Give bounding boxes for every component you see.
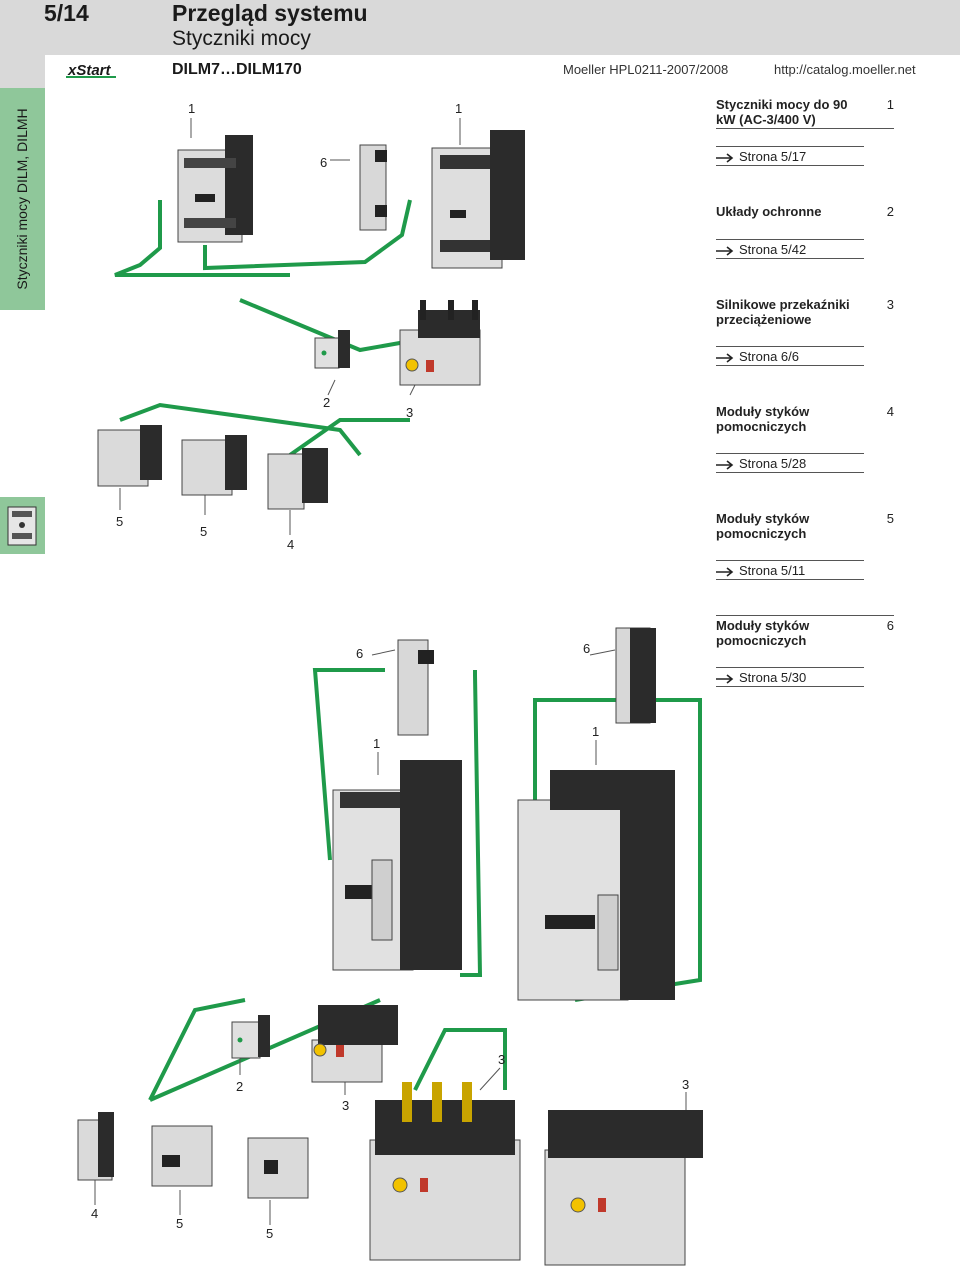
- legend-page-link[interactable]: Strona 5/42: [716, 242, 806, 257]
- legend-title: Moduły styków pomocniczych: [716, 511, 810, 541]
- callout-1c: 1: [373, 736, 381, 751]
- aux-contact-module-4-top-image: [267, 448, 328, 510]
- callout-5b: 5: [200, 524, 208, 539]
- contactor-thumbnail-icon: [0, 497, 45, 554]
- arrow-right-icon: [716, 245, 734, 256]
- legend-divider: [716, 258, 864, 259]
- aux-contact-module-5-bottom-a-image: [151, 1125, 213, 1187]
- aux-contact-module-5-bottom-b-image: [247, 1137, 309, 1199]
- callout-1d: 1: [592, 724, 600, 739]
- arrow-right-icon: [716, 673, 734, 684]
- section-title: Przegląd systemu: [172, 0, 368, 26]
- legend-page-link[interactable]: Strona 5/30: [716, 670, 806, 685]
- callout-4a: 4: [287, 537, 295, 552]
- legend-divider: [716, 472, 864, 473]
- callout-1a: 1: [188, 101, 196, 116]
- arrow-right-icon: [716, 566, 734, 577]
- leader-lines: [94, 118, 687, 1225]
- legend-item-3: Silnikowe przekaźniki przeciążeniowe 3 S…: [716, 297, 894, 366]
- legend-number: 2: [886, 204, 894, 219]
- legend-item-5: Moduły styków pomocniczych 5 Strona 5/11: [716, 511, 894, 580]
- contactor-dilm7-image: [177, 135, 253, 243]
- header-info-strip: [45, 55, 960, 88]
- legend-number: 4: [886, 404, 894, 419]
- overload-relay-3-bottom-large-a-image: [369, 1082, 521, 1261]
- legend-item-6: Moduły styków pomocniczych 6 Strona 5/30: [716, 615, 894, 687]
- aux-contact-module-5-top-b-image: [181, 435, 247, 496]
- overload-relay-3-bottom-large-b-image: [544, 1110, 703, 1266]
- callout-4b: 4: [91, 1206, 99, 1221]
- legend-divider: [716, 560, 864, 561]
- legend-page-link[interactable]: Strona 5/17: [716, 149, 806, 164]
- model-range: DILM7…DILM170: [172, 61, 302, 78]
- legend-page-link[interactable]: Strona 5/11: [716, 563, 805, 578]
- callout-6a: 6: [320, 155, 328, 170]
- legend-divider: [716, 667, 864, 668]
- legend-divider: [716, 453, 864, 454]
- legend-title: Styczniki mocy do 90 kW (AC-3/400 V): [716, 97, 848, 127]
- legend-page-link[interactable]: Strona 6/6: [716, 349, 799, 364]
- callout-3b: 3: [342, 1098, 350, 1113]
- arrow-right-icon: [716, 352, 734, 363]
- legend-divider: [716, 239, 864, 240]
- aux-contact-module-6-bottom-a-image: [397, 639, 434, 736]
- legend-number: 3: [886, 297, 894, 312]
- aux-contact-module-6-bottom-b-image: [615, 627, 656, 724]
- catalog-link[interactable]: http://catalog.moeller.net: [774, 62, 916, 77]
- aux-contact-module-6-top-image: [359, 144, 387, 231]
- legend-item-1: Styczniki mocy do 90 kW (AC-3/400 V) 1 S…: [716, 97, 894, 166]
- aux-contact-module-4-bottom-image: [77, 1112, 114, 1181]
- legend-divider: [716, 615, 894, 616]
- callout-3a: 3: [406, 405, 414, 420]
- section-subtitle: Styczniki mocy: [172, 27, 311, 50]
- overload-relay-3-bottom-small-image: [311, 1005, 398, 1083]
- callout-6b: 6: [356, 646, 364, 661]
- legend-number: 1: [886, 97, 894, 112]
- page-number: 5/14: [44, 0, 89, 26]
- legend-page-link[interactable]: Strona 5/28: [716, 456, 806, 471]
- callout-3c: 3: [498, 1052, 506, 1067]
- callout-2b: 2: [236, 1079, 244, 1094]
- legend-divider: [716, 146, 864, 147]
- callout-5c: 5: [176, 1216, 184, 1231]
- legend-divider: [716, 346, 864, 347]
- callout-1b: 1: [455, 101, 463, 116]
- callout-2a: 2: [323, 395, 331, 410]
- catalog-reference: Moeller HPL0211-2007/2008: [563, 62, 729, 77]
- legend-divider: [716, 365, 864, 366]
- aux-contact-module-5-top-a-image: [97, 425, 162, 487]
- legend-divider: [716, 686, 864, 687]
- callout-5d: 5: [266, 1226, 274, 1241]
- legend-number: 5: [886, 511, 894, 526]
- legend-item-4: Moduły styków pomocniczych 4 Strona 5/28: [716, 404, 894, 473]
- arrow-right-icon: [716, 152, 734, 163]
- callout-5a: 5: [116, 514, 124, 529]
- legend-divider: [716, 128, 894, 129]
- suppressor-module-2-bottom-image: [231, 1015, 270, 1059]
- contactor-dilm170-image: [517, 770, 675, 1001]
- contactor-dilm115-image: [332, 760, 462, 971]
- svg-text:xStart: xStart: [67, 62, 112, 79]
- side-tab: [0, 88, 45, 310]
- legend-divider: [716, 579, 864, 580]
- callout-3d: 3: [682, 1077, 690, 1092]
- legend-item-2: Układy ochronne 2 Strona 5/42: [716, 204, 894, 259]
- legend-number: 6: [886, 618, 894, 633]
- legend-divider: [716, 165, 864, 166]
- overload-relay-3-top-image: [399, 300, 481, 386]
- arrow-right-icon: [716, 459, 734, 470]
- legend-title: Moduły styków pomocniczych: [716, 618, 810, 648]
- legend-title: Układy ochronne: [716, 204, 822, 219]
- xstart-logo: xStart: [66, 62, 116, 79]
- legend-title: Moduły styków pomocniczych: [716, 404, 810, 434]
- suppressor-module-2-top-image: [314, 330, 350, 369]
- legend-title: Silnikowe przekaźniki przeciążeniowe: [716, 297, 850, 327]
- callout-6c: 6: [583, 641, 591, 656]
- contactor-dilm65-image: [431, 130, 525, 269]
